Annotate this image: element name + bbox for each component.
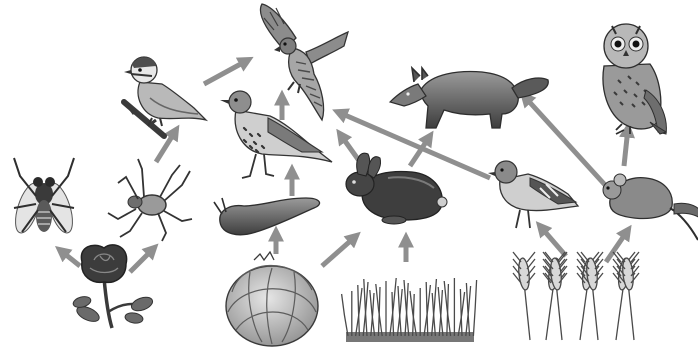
blue-tit-icon — [124, 57, 206, 136]
wheat-stalk — [556, 282, 562, 340]
arrow-rabbit-to-hawk — [340, 134, 360, 162]
wheat-stalk — [592, 282, 598, 340]
arrow-rose-to-fly — [60, 250, 80, 266]
wheat-stalk — [616, 282, 624, 340]
wheat-icon — [513, 252, 639, 340]
grass-blade — [392, 292, 394, 336]
hawk-icon — [260, 4, 348, 120]
grass-icon — [342, 278, 477, 342]
grass-blade — [473, 280, 476, 336]
arrow-wheat-to-chaffinch — [540, 226, 566, 256]
chaffinch-icon — [488, 161, 578, 228]
rabbit-icon — [346, 153, 447, 224]
spider-icon — [108, 159, 192, 241]
slug-icon — [214, 198, 320, 235]
owl-icon — [603, 24, 666, 134]
fly-icon — [10, 158, 77, 236]
mouse-icon — [603, 174, 698, 240]
wheat-stalk — [546, 282, 554, 340]
arrow-cabbage-to-rabbit — [322, 236, 356, 266]
wheat-stalk — [524, 282, 530, 340]
wheat-stalk — [580, 282, 588, 340]
wheat-stalk — [628, 282, 634, 340]
arrow-mouse-to-owl — [624, 128, 628, 166]
arrow-rose-to-spider — [130, 248, 154, 272]
arrow-mouse-to-fox — [524, 96, 606, 186]
arrow-blue-tit-to-hawk — [204, 60, 248, 84]
cabbage-icon — [226, 252, 318, 346]
grass-blade — [342, 294, 348, 336]
